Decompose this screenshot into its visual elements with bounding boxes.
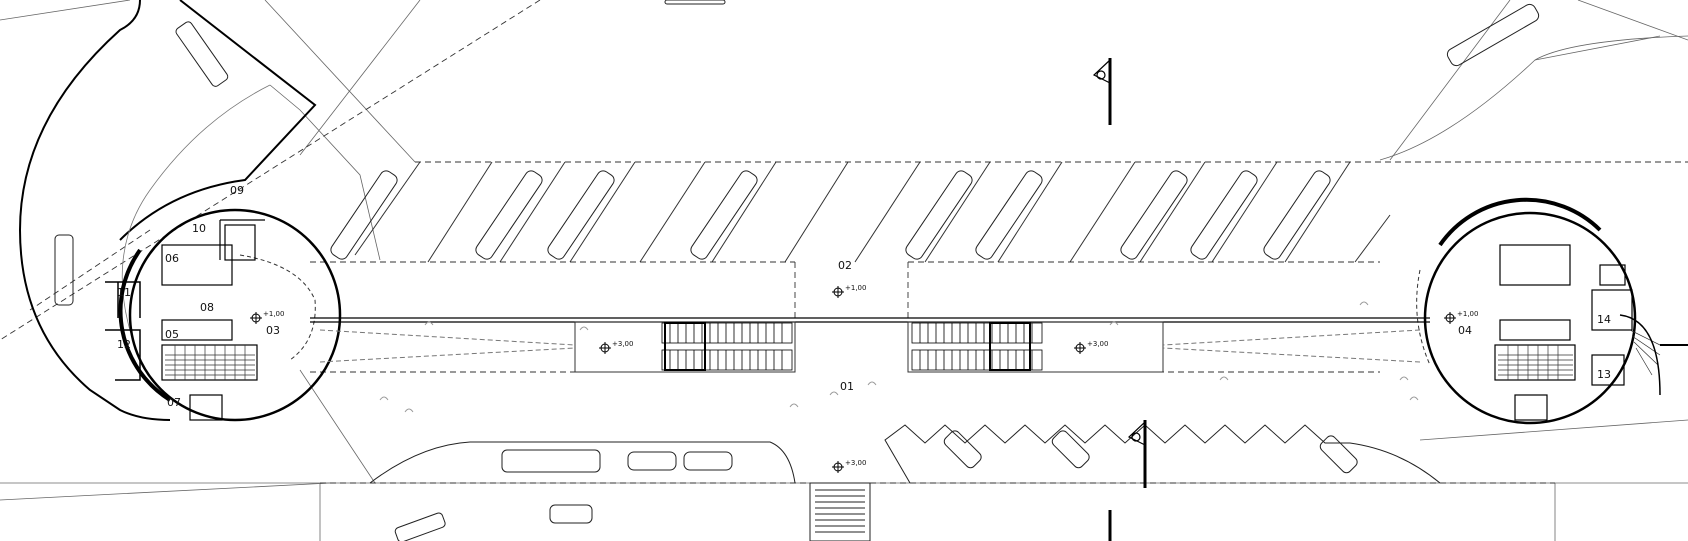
zone-label-01: 01 [840, 380, 854, 393]
level-labels: +1,00 +1,00 +1,00 +3,00 +3,00 +3,00 [263, 284, 1478, 467]
left-stair-hatch [165, 345, 255, 380]
level-label-right-hub: +1,00 [1457, 310, 1478, 318]
right-hub-rooms [1494, 244, 1633, 421]
parked-buses [54, 3, 1540, 306]
section-markers [1108, 58, 1147, 541]
bottom-drive [369, 0, 1441, 541]
bus-bays [354, 161, 1391, 263]
level-label-left-hub: +1,00 [263, 310, 284, 318]
dashed-boundaries [0, 0, 1688, 484]
room-label-05: 05 [165, 328, 179, 341]
level-label-bottom: +3,00 [845, 459, 866, 467]
room-label-06: 06 [165, 252, 179, 265]
level-label-center-top: +1,00 [845, 284, 866, 292]
left-hub-outline [128, 208, 342, 422]
room-label-08: 08 [200, 301, 214, 314]
zone-label-04: 04 [1458, 324, 1472, 337]
room-label-12: 12 [117, 338, 131, 351]
left-hub-rooms [161, 219, 265, 421]
room-label-09: 09 [230, 184, 244, 197]
room-label-11: 11 [117, 286, 131, 299]
room-label-14: 14 [1597, 313, 1611, 326]
escalators [661, 322, 1043, 371]
level-label-right-ramp: +3,00 [1087, 340, 1108, 348]
left-loop-inner [119, 0, 317, 241]
level-label-left-ramp: +3,00 [612, 340, 633, 348]
room-label-13: 13 [1597, 368, 1611, 381]
zone-label-03: 03 [266, 324, 280, 337]
level-markers [250, 286, 1456, 473]
left-bus-loop [18, 0, 171, 421]
room-labels: 09 10 06 08 11 12 05 07 14 13 [117, 184, 1611, 409]
room-label-10: 10 [192, 222, 206, 235]
zone-label-02: 02 [838, 259, 852, 272]
central-platform [310, 317, 1430, 373]
right-stair-hatch [1498, 329, 1661, 380]
room-label-07: 07 [167, 396, 181, 409]
landscape-marks [379, 301, 1419, 413]
zone-labels: 03 04 02 01 [266, 259, 1472, 393]
